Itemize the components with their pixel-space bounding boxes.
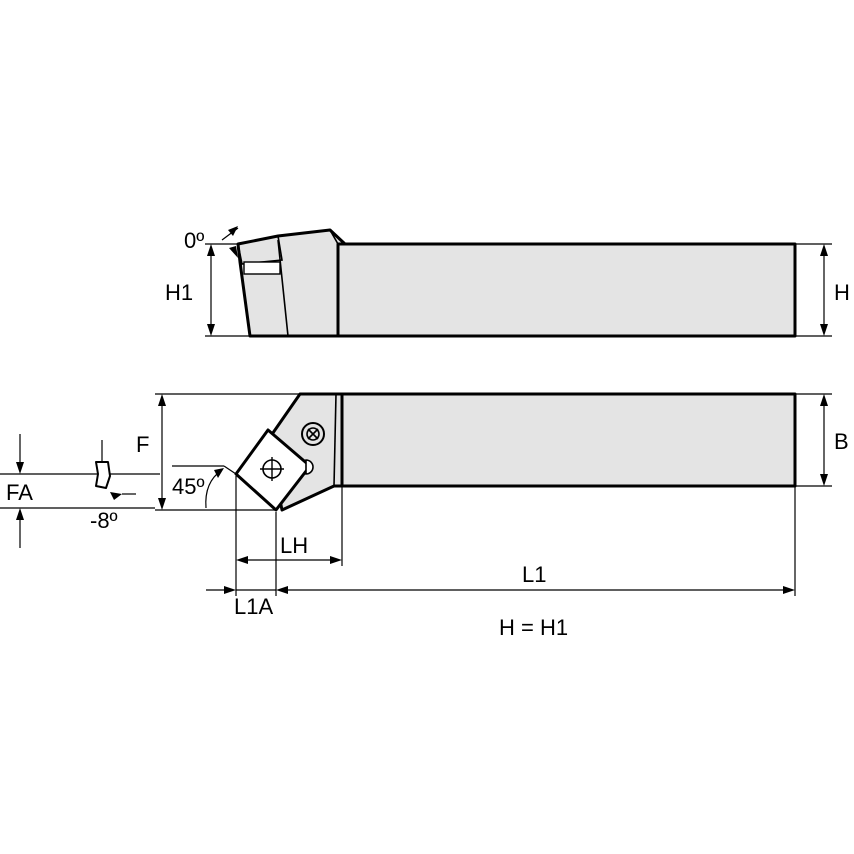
side-view-head-line-2	[329, 229, 339, 245]
angle-0-label: 0º	[184, 228, 204, 253]
l1a-label: L1A	[234, 594, 273, 619]
fa-insert-profile	[95, 461, 111, 489]
f-arrow-bottom	[158, 498, 166, 510]
l1-arrow-left	[276, 586, 288, 594]
f-label: F	[136, 432, 149, 457]
side-view: H1 0º H	[165, 226, 850, 338]
h-label: H	[834, 280, 850, 305]
side-view-insert-seat	[243, 261, 281, 275]
l1a-arrow-left	[224, 586, 236, 594]
lh-label: LH	[280, 533, 308, 558]
plan-view-seam	[333, 393, 337, 487]
fa-label: FA	[6, 480, 33, 505]
l1-label: L1	[522, 562, 546, 587]
side-view-shank	[336, 242, 797, 338]
plan-view-shank	[340, 392, 797, 488]
b-label: B	[834, 429, 849, 454]
fa-detail: FA -8º	[0, 434, 160, 548]
h-arrow-top	[820, 244, 828, 256]
h1-label: H1	[165, 280, 193, 305]
lh-arrow-right	[330, 556, 342, 564]
plan-view-pin	[305, 459, 314, 475]
fa-arrow-bottom	[16, 508, 24, 520]
b-arrow-bottom	[820, 474, 828, 486]
neg-8-arrow	[110, 492, 122, 500]
neg-8-label: -8º	[90, 508, 118, 533]
b-arrow-top	[820, 394, 828, 406]
plan-view: F 45º B LH L1 L1A H = H1	[136, 392, 849, 640]
l1-arrow-right	[783, 586, 795, 594]
equation-label: H = H1	[499, 615, 568, 640]
angle-45-arc	[205, 469, 223, 509]
side-view-insert	[237, 235, 283, 265]
fa-arrow-top	[16, 462, 24, 474]
side-view-head	[236, 228, 347, 338]
f-arrow-top	[158, 394, 166, 406]
angle-0-arrow-bottom	[229, 246, 238, 258]
circle-x-icon	[301, 422, 325, 446]
angle-45-label: 45º	[172, 474, 205, 499]
h1-arrow-bottom	[207, 324, 215, 336]
h1-arrow-top	[207, 244, 215, 256]
side-view-head-line-1	[277, 239, 289, 337]
angle-45-edge-line	[223, 465, 237, 475]
lh-arrow-left	[236, 556, 248, 564]
circle-cross-icon	[260, 457, 284, 481]
angle-45-arrow	[214, 468, 224, 478]
h-arrow-bottom	[820, 324, 828, 336]
angle-0-arrow-top	[228, 226, 238, 236]
